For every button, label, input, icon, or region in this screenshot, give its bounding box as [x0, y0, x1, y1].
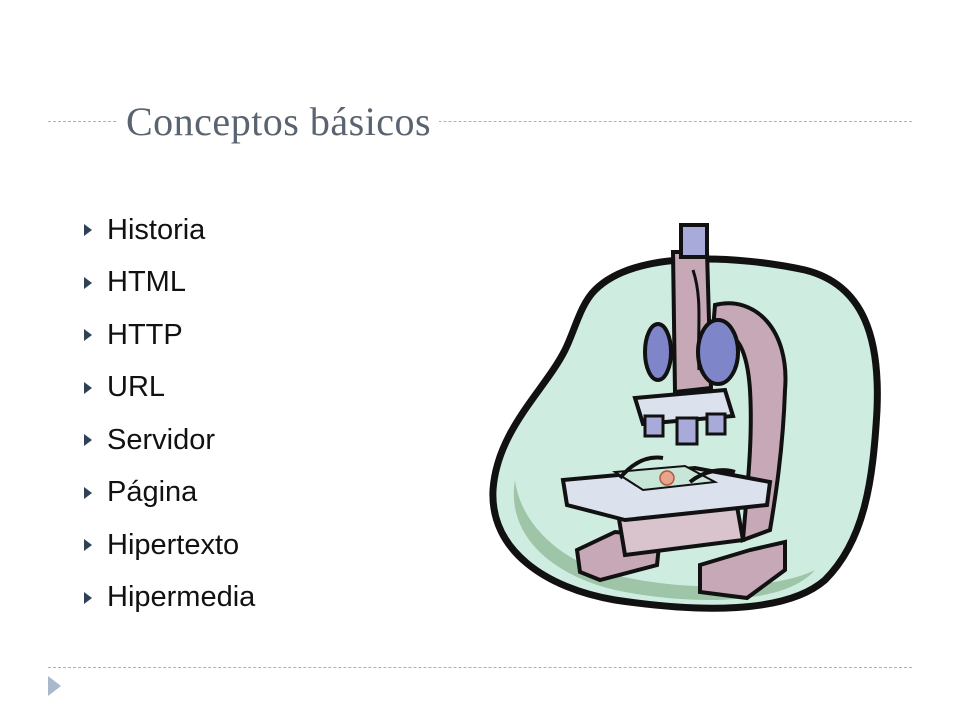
bullet-text: Página [107, 476, 198, 509]
bullet-item: Hipermedia [84, 572, 255, 625]
bullet-item: Servidor [84, 414, 255, 467]
specimen [659, 470, 675, 486]
bullet-arrow-icon [84, 591, 92, 604]
bullet-item: Hipertexto [84, 519, 255, 572]
bullet-arrow-icon [84, 434, 92, 447]
bullet-arrow-icon [84, 486, 92, 499]
microscope-eyepiece [679, 223, 709, 259]
objective-lens-2 [675, 416, 699, 446]
objective-lens-1 [643, 414, 665, 438]
stage-clip-left [618, 455, 664, 480]
microscope-illustration [489, 223, 881, 612]
bullet-text: Servidor [107, 423, 215, 456]
focus-knob-left [643, 322, 673, 382]
bullet-text: HTTP [107, 318, 183, 351]
stage-clip-right [688, 468, 736, 484]
microscope-stage [560, 465, 773, 523]
bullet-arrow-icon [84, 224, 92, 237]
bullet-text: HTML [107, 266, 186, 299]
bullet-item: URL [84, 362, 255, 415]
bullet-arrow-icon [84, 539, 92, 552]
bullet-text: Hipertexto [107, 528, 240, 561]
nav-arrow-icon[interactable] [48, 676, 61, 696]
bullet-item: HTTP [84, 309, 255, 362]
bullet-arrow-icon [84, 381, 92, 394]
slide-title: Conceptos básicos [126, 99, 432, 144]
bullet-text: Hipermedia [107, 581, 256, 614]
objective-lens-3 [705, 412, 727, 436]
bullet-text: URL [107, 371, 166, 404]
bullet-item: HTML [84, 257, 255, 310]
bullet-text: Historia [107, 213, 206, 246]
bullet-arrow-icon [84, 276, 92, 289]
bullet-item: Página [84, 467, 255, 520]
title-container: Conceptos básicos [118, 96, 440, 148]
focus-knob-right [696, 318, 740, 386]
title-divider [48, 121, 912, 122]
bullet-item: Historia [84, 204, 255, 257]
microscope-foot-right [698, 539, 787, 601]
bullet-arrow-icon [84, 329, 92, 342]
footer-divider [48, 667, 912, 668]
